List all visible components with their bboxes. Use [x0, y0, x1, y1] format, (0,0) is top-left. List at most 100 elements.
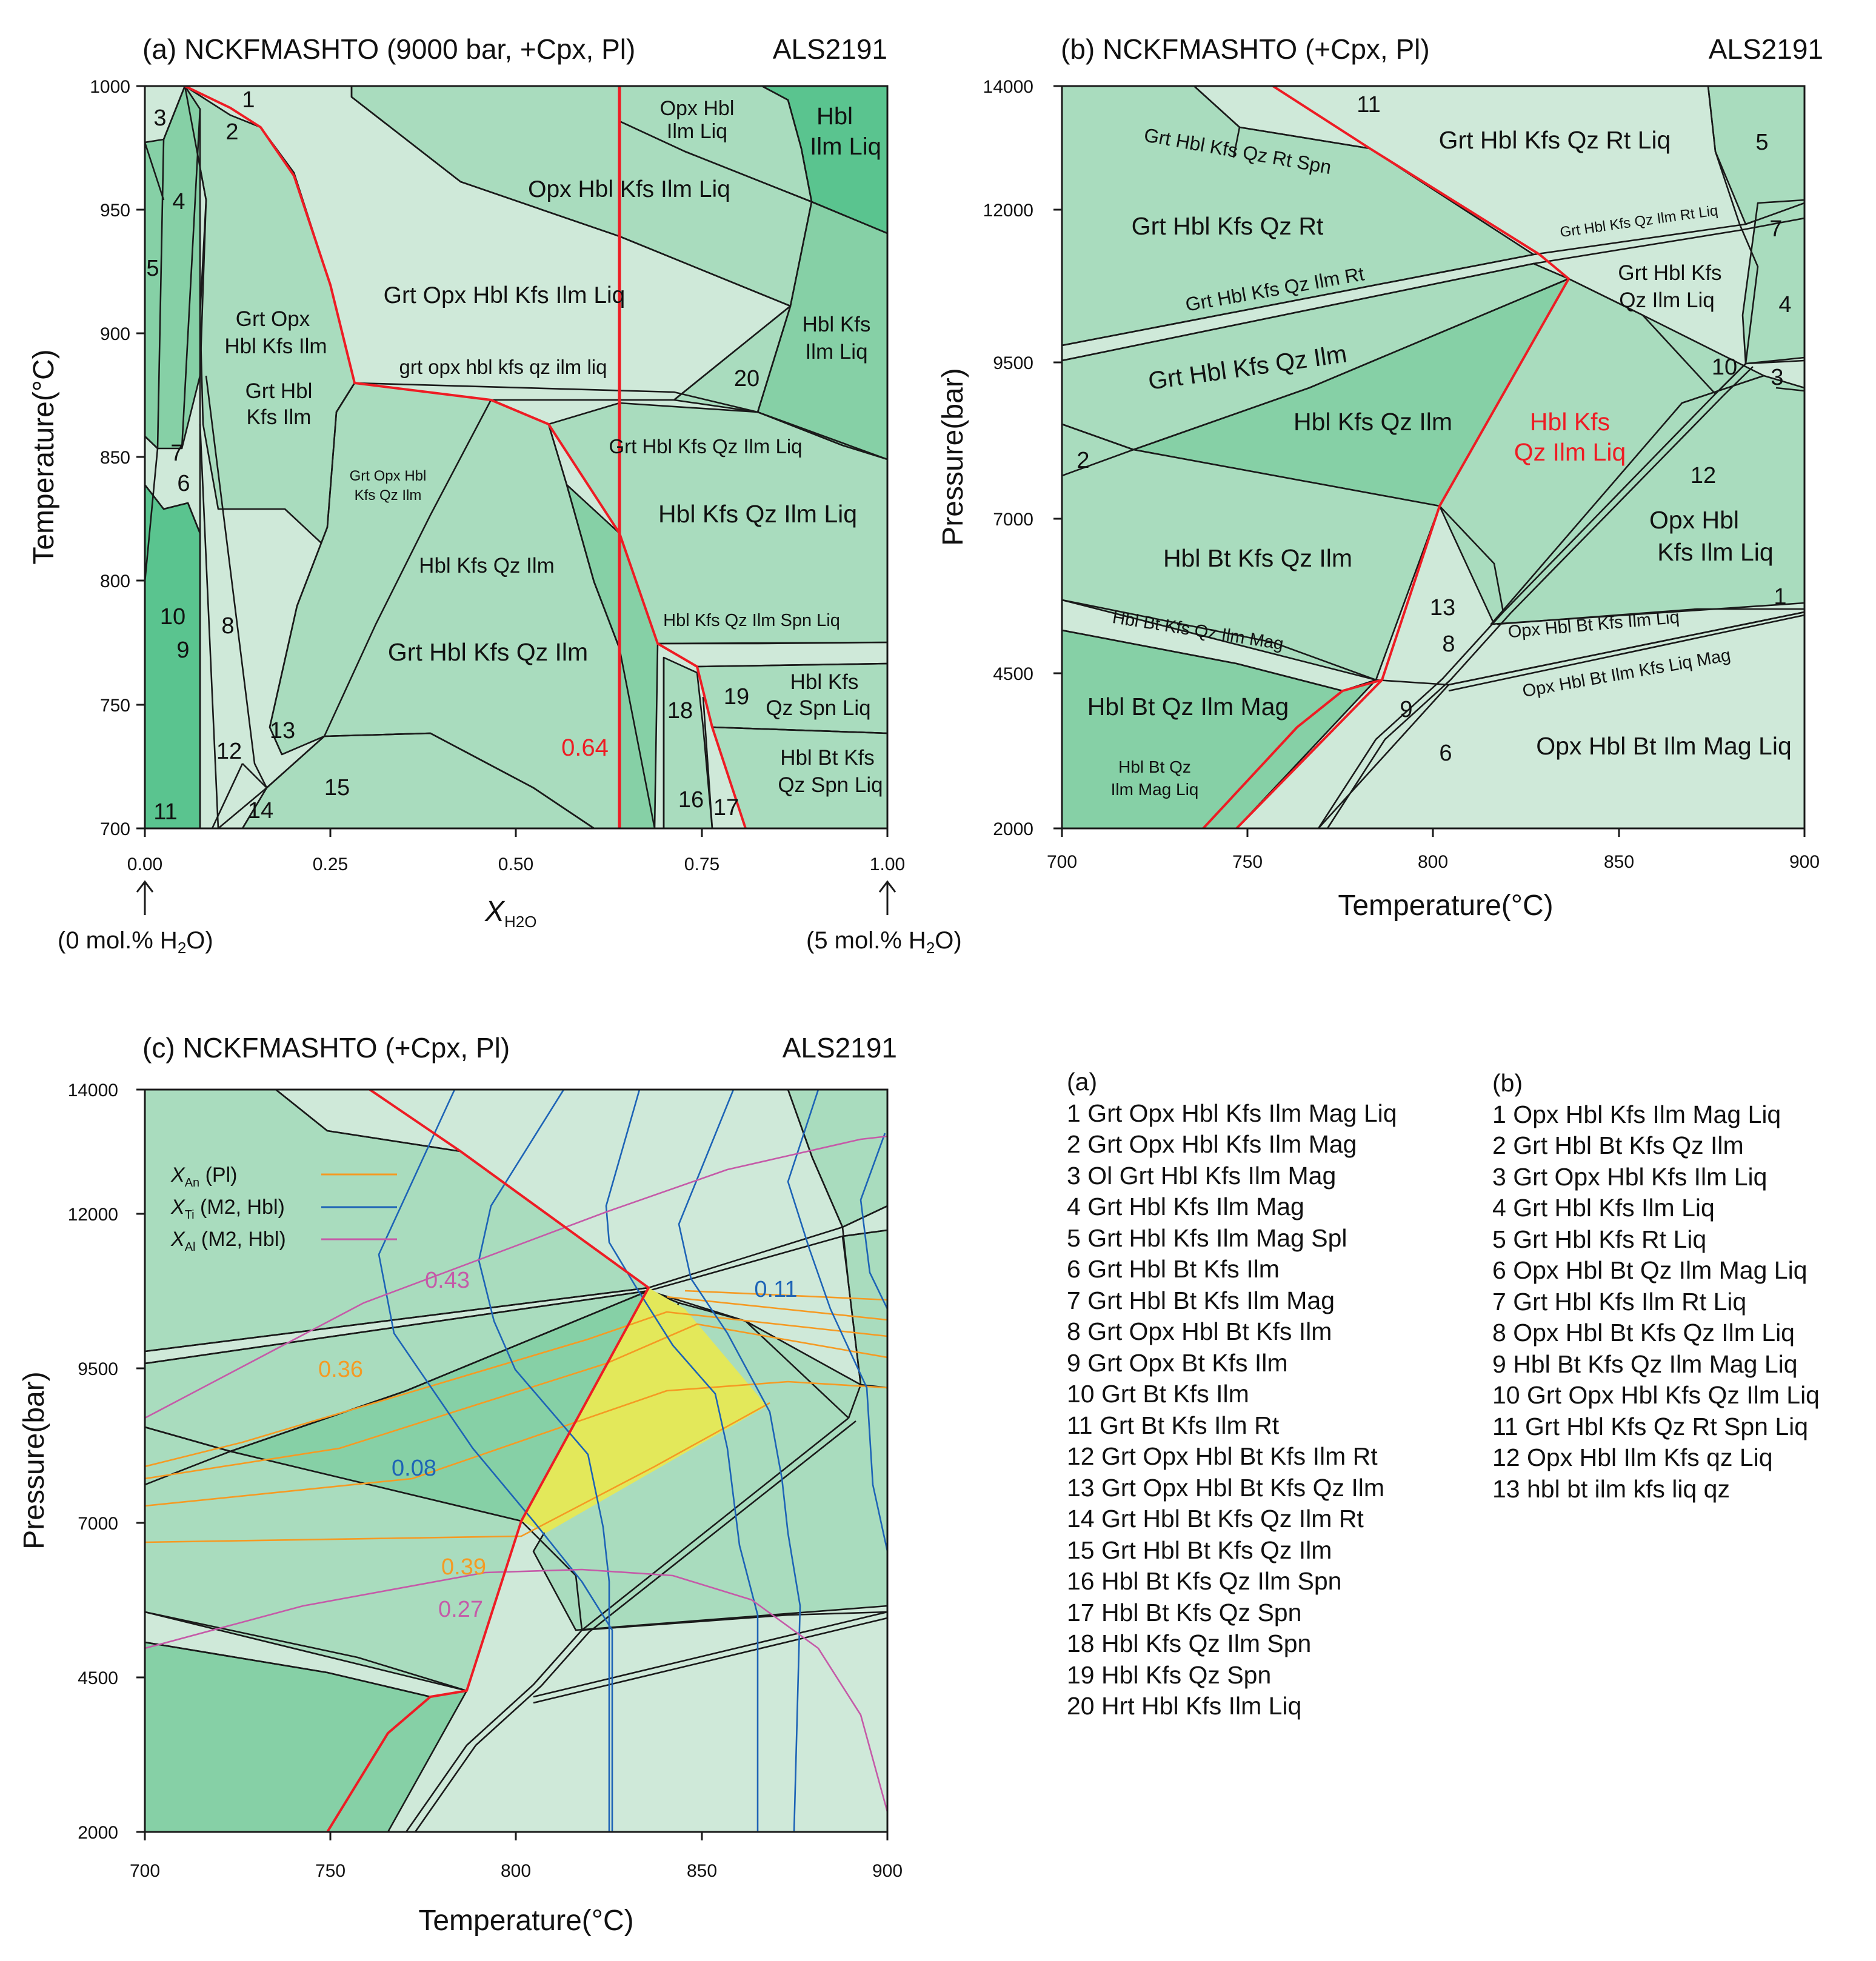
label-a: Hbl Kfs Qz Ilm — [419, 554, 555, 578]
legend-a-item: 6 Grt Hbl Bt Kfs Ilm — [1067, 1255, 1280, 1283]
boundary-a — [350, 86, 791, 307]
number-b: 1 — [1774, 584, 1786, 610]
label-a: Ilm Liq — [805, 340, 867, 364]
label-a: Qz Spn Liq — [766, 696, 870, 720]
boundary-b — [1062, 278, 1569, 451]
legend-b-item: 8 Opx Hbl Bt Kfs Qz Ilm Liq — [1492, 1319, 1795, 1347]
legend-al: XAl (M2, Hbl) — [170, 1228, 286, 1254]
isopleth-ti — [605, 1090, 759, 1832]
number-b: 10 — [1712, 355, 1737, 380]
legend-b: (b) 1 Opx Hbl Kfs Ilm Mag Liq 2 Grt Hbl … — [1492, 1068, 1820, 1505]
label-a: Kfs Ilm — [247, 405, 312, 429]
boundary-b — [1775, 387, 1804, 392]
legend-b-item: 7 Grt Hbl Kfs Ilm Rt Liq — [1492, 1287, 1747, 1316]
label-a: Hbl Kfs Ilm — [224, 335, 327, 358]
number-b: 4 — [1778, 292, 1791, 318]
boundary-c — [145, 1611, 467, 1692]
legend-a-item: 12 Grt Opx Hbl Bt Kfs Ilm Rt — [1067, 1442, 1378, 1470]
xtick-a: 1.00 — [870, 854, 905, 874]
isopleth-label-an-0-36: 0.36 — [318, 1357, 363, 1382]
ytick-c: 14000 — [68, 1080, 118, 1100]
number-a: 15 — [324, 775, 350, 801]
label-a: Opx Hbl — [660, 97, 735, 120]
boundary-b — [1448, 611, 1804, 686]
boundary-b — [1497, 608, 1804, 625]
legend-a-item: 14 Grt Hbl Bt Kfs Qz Ilm Rt — [1067, 1505, 1364, 1533]
number-a: 19 — [724, 684, 749, 710]
panel-b-title: (b) NCKFMASHTO (+Cpx, Pl) — [1061, 33, 1430, 65]
legend-b-item: 3 Grt Opx Hbl Kfs Ilm Liq — [1492, 1162, 1768, 1191]
number-a: 12 — [216, 739, 242, 764]
boundary-c — [533, 1611, 887, 1698]
label-a: Grt Opx Hbl Kfs Ilm Liq — [384, 282, 626, 308]
isopleth-ti — [678, 1090, 801, 1832]
legend-a-item: 5 Grt Hbl Kfs Ilm Mag Spl — [1067, 1224, 1347, 1252]
boundary-c — [145, 1450, 231, 1486]
boundary-c — [521, 1520, 583, 1631]
boundary-a — [696, 662, 887, 668]
xtick-b: 850 — [1604, 852, 1634, 872]
boundary-c — [581, 1611, 887, 1631]
boundary-a — [619, 120, 887, 235]
number-a: 6 — [177, 471, 190, 496]
label-b: Ilm Mag Liq — [1111, 780, 1199, 799]
label-b: Hbl Kfs — [1530, 408, 1610, 436]
number-b: 9 — [1400, 697, 1412, 722]
boundary-a — [205, 375, 268, 788]
number-b: 13 — [1430, 595, 1455, 621]
boundary-b — [1745, 359, 1804, 365]
isopleth-legend: XAn (Pl) XTi (M2, Hbl) XAl (M2, Hbl) — [170, 1164, 397, 1254]
xtick-b: 750 — [1232, 852, 1263, 872]
xtick-c: 850 — [687, 1861, 717, 1881]
panel-a-sample: ALS2191 — [773, 33, 887, 65]
legend-b-item: 5 Grt Hbl Kfs Rt Liq — [1492, 1225, 1707, 1253]
xtick-a: 0.50 — [498, 854, 533, 874]
ytick-a: 800 — [100, 571, 130, 591]
label-a: Qz Spn Liq — [778, 773, 883, 797]
isopleth-ti — [378, 1090, 613, 1832]
legend-b-item: 2 Grt Hbl Bt Kfs Qz Ilm — [1492, 1131, 1744, 1159]
boundary-a — [491, 305, 791, 401]
label-a-0-64: 0.64 — [561, 734, 609, 761]
panel-c: 2000 4500 7000 9500 12000 14000 700 750 … — [18, 1032, 903, 1937]
xtick-a: 0.00 — [127, 854, 162, 874]
legend-b-item: 13 hbl bt ilm kfs liq qz — [1492, 1474, 1730, 1503]
label-a: Grt Hbl — [245, 379, 313, 403]
boundary-b — [1062, 629, 1343, 692]
boundary-a — [269, 382, 356, 755]
number-a: 16 — [678, 787, 704, 813]
band-b — [1326, 366, 1754, 828]
ytick-c: 2000 — [78, 1823, 118, 1843]
ytick-a: 850 — [100, 448, 130, 468]
legend-a: (a) 1 Grt Opx Hbl Kfs Ilm Mag Liq 2 Grt … — [1067, 1067, 1397, 1722]
boundary-a — [145, 142, 165, 201]
isopleth-ti — [787, 1090, 887, 1552]
field-b-opx-hbl-kfs-ilm-liq — [1490, 375, 1804, 625]
note-0-h2o: (0 mol.% H2O) — [58, 927, 213, 957]
number-b: 6 — [1439, 741, 1452, 766]
legend-a-item: 2 Grt Opx Hbl Kfs Ilm Mag — [1067, 1130, 1357, 1158]
isopleth-an — [666, 1296, 887, 1321]
number-a: 10 — [160, 604, 185, 630]
boundary-c — [145, 1205, 887, 1353]
legend-b-header: (b) — [1492, 1069, 1523, 1097]
label-b: Opx Hbl — [1649, 506, 1739, 534]
boundary-c — [414, 1420, 856, 1832]
ytick-c: 12000 — [68, 1205, 118, 1225]
ytick-a: 700 — [100, 819, 130, 839]
label-a: Hbl Kfs — [790, 670, 859, 694]
legend-a-item: 19 Hbl Kfs Qz Spn — [1067, 1660, 1272, 1689]
legend-b-item: 1 Opx Hbl Kfs Ilm Mag Liq — [1492, 1100, 1781, 1128]
label-a: Hbl Kfs — [803, 313, 871, 336]
label-a: Opx Hbl Kfs Ilm Liq — [528, 176, 730, 202]
number-a: 17 — [713, 795, 739, 821]
ytick-b: 7000 — [993, 510, 1033, 530]
label-b: Opx Hbl Bt Ilm Mag Liq — [1536, 732, 1792, 760]
xtick-b: 800 — [1418, 852, 1448, 872]
number-b: 3 — [1771, 365, 1783, 390]
isopleth-label-al-0-43: 0.43 — [425, 1268, 470, 1293]
boundary-b — [1439, 505, 1504, 613]
number-b: 5 — [1755, 130, 1768, 155]
number-b: 12 — [1691, 463, 1716, 488]
isopleth-an — [145, 1380, 887, 1507]
